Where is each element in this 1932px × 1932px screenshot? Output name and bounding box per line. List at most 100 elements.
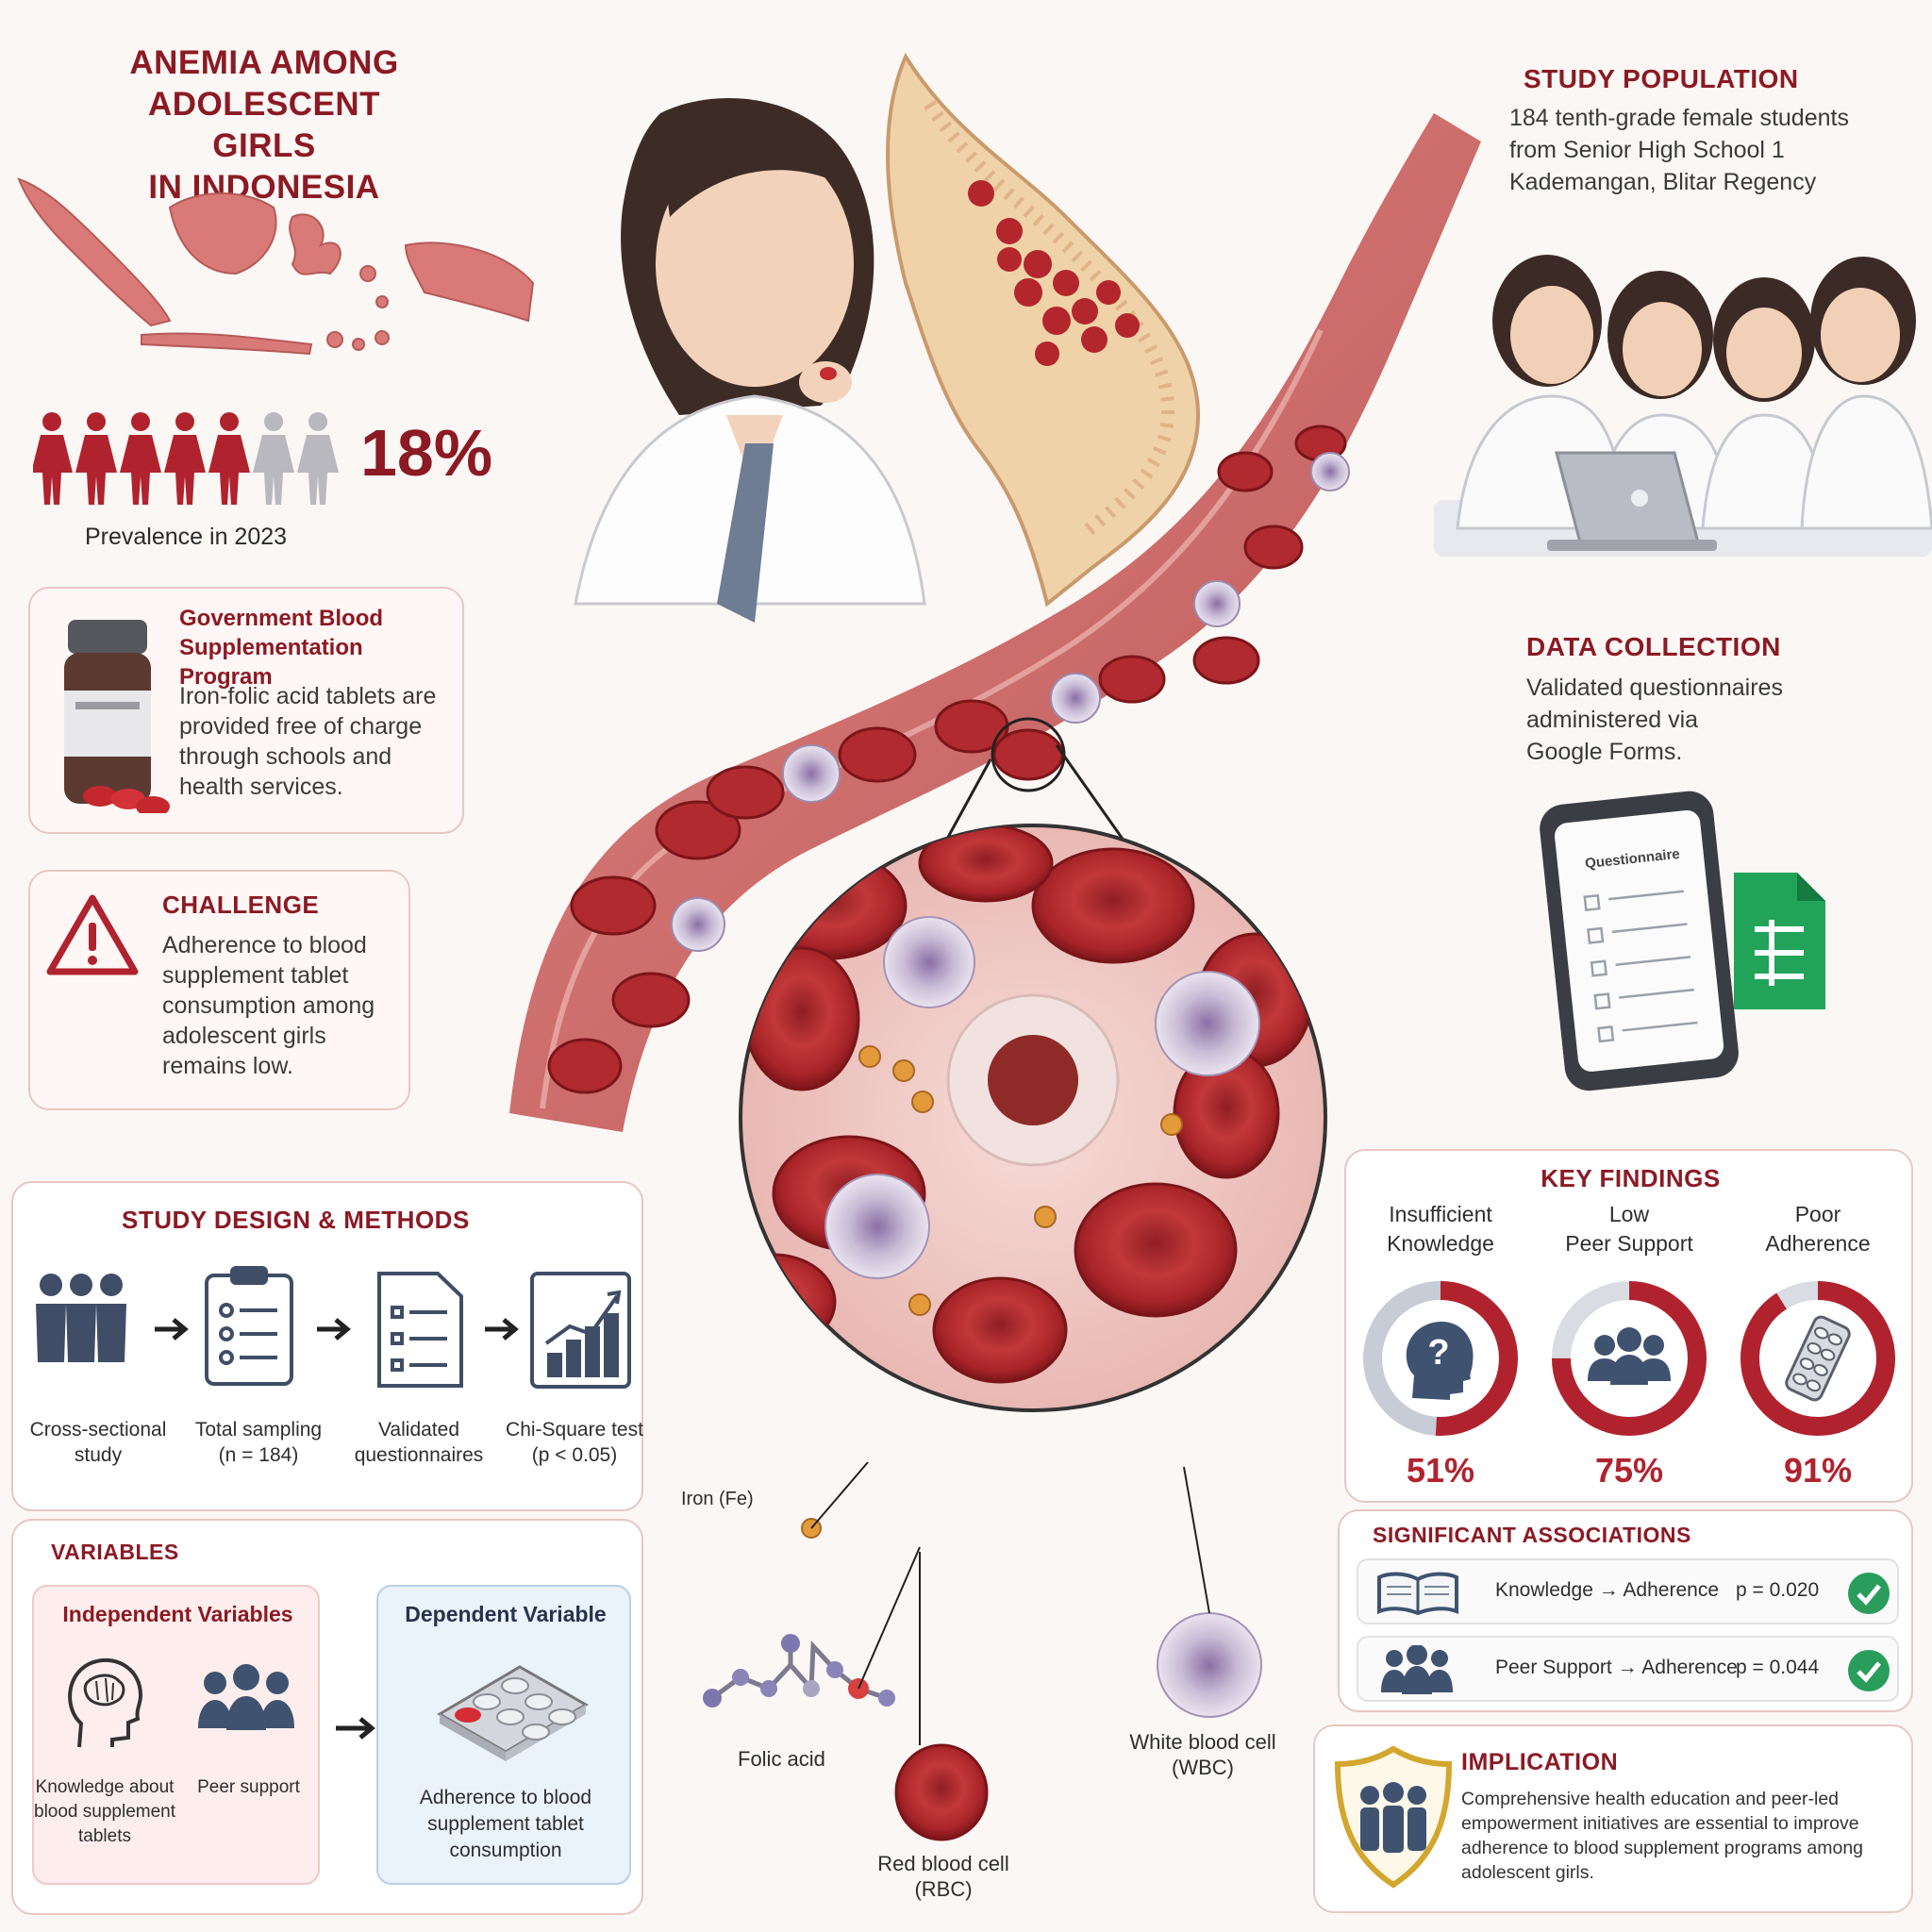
association-1-p-value: p = 0.020 — [1736, 1579, 1820, 1601]
prevalence-people-icons — [33, 412, 339, 505]
bone-illustration — [886, 52, 1201, 608]
findings-donut-charts: ? — [1363, 1281, 1895, 1436]
finding-2-line-1: Low — [1608, 1202, 1650, 1226]
method-step-3-line-2: questionnaires — [354, 1444, 484, 1466]
clipboard-icon — [205, 1266, 293, 1386]
peer-group-icon — [198, 1664, 294, 1730]
variables-title: VARIABLES — [51, 1540, 179, 1564]
challenge-title: CHALLENGE — [162, 891, 320, 919]
warning-icon — [46, 894, 139, 975]
collection-text-line-3: Google Forms. — [1526, 739, 1683, 765]
methods-card: STUDY DESIGN & METHODS — [11, 1181, 643, 1511]
program-title-line-1: Government Blood — [179, 606, 384, 631]
dependent-line-3: consumption — [449, 1840, 562, 1861]
finding-2-value: 75% — [1594, 1451, 1664, 1490]
magnified-blood-view — [739, 824, 1327, 1412]
collection-text-line-2: administered via — [1526, 707, 1699, 733]
wbc-label-line-1: White blood cell — [1129, 1730, 1276, 1754]
person-empty-icon — [253, 412, 294, 505]
pill-blister-pack-icon — [437, 1665, 589, 1761]
prevalence-value: 18% — [360, 416, 493, 490]
donut-value-arc-2 — [1552, 1281, 1707, 1436]
indonesia-map-icon — [17, 177, 535, 356]
dependent-line-2: supplement tablet — [427, 1813, 584, 1835]
dependent-line-1: Adherence to blood — [419, 1787, 592, 1808]
method-step-4-line-2: (p < 0.05) — [531, 1444, 618, 1466]
prevalence-label: Prevalence in 2023 — [85, 524, 288, 550]
program-text-line-1: Iron-folic acid tablets are — [179, 683, 437, 709]
phone-questionnaire-illustration — [1540, 791, 1825, 1091]
students-icon — [36, 1274, 126, 1362]
person-filled-icon — [75, 412, 117, 505]
method-step-4-line-1: Chi-Square test — [506, 1419, 643, 1441]
implication-line-4: adolescent girls. — [1461, 1862, 1594, 1883]
finding-3-line-2: Adherence — [1765, 1231, 1871, 1256]
implication-title: IMPLICATION — [1461, 1749, 1619, 1775]
collection-text-line-1: Validated questionnaires — [1526, 675, 1783, 701]
program-title-line-2: Supplementation Program — [179, 635, 363, 690]
dependent-variable-box: Dependent Variable Adherence to blood su… — [376, 1585, 631, 1885]
student-girl-illustration — [574, 98, 926, 623]
program-text-line-4: health services. — [179, 774, 343, 800]
independent-title: Independent Variables — [62, 1602, 293, 1626]
rbc-label-line-1: Red blood cell — [877, 1852, 1009, 1875]
implication-line-3: adherence to blood supplement programs a… — [1461, 1838, 1864, 1858]
finding-1-line-1: Insufficient — [1389, 1202, 1492, 1226]
knowledge-line-3: tablets — [78, 1826, 131, 1846]
book-icon — [1377, 1572, 1458, 1616]
method-step-2-line-2: (n = 184) — [218, 1444, 299, 1466]
rbc-label-line-2: (RBC) — [914, 1877, 973, 1901]
population-text-line-2: from Senior High School 1 — [1509, 137, 1785, 163]
donut-value-arc-1 — [1363, 1281, 1518, 1436]
implication-card: IMPLICATION Comprehensive health educati… — [1313, 1724, 1913, 1913]
check-circle-icon — [1848, 1573, 1890, 1614]
folic-acid-atoms — [703, 1634, 895, 1707]
peer-support-label: Peer support — [197, 1777, 300, 1797]
page-title: ANEMIA AMONG ADOLESCENT GIRLS IN INDONES… — [94, 42, 434, 208]
association-row-1: Knowledge → Adherence p = 0.020 — [1357, 1558, 1899, 1624]
variables-card: VARIABLES Independent Variables Knowledg… — [11, 1519, 643, 1915]
check-circle-icon — [1848, 1650, 1890, 1691]
implication-line-1: Comprehensive health education and peer-… — [1461, 1789, 1840, 1809]
association-1-label: Knowledge → Adherence — [1495, 1579, 1719, 1601]
method-step-2-line-1: Total sampling — [194, 1419, 323, 1441]
title-line-2: ADOLESCENT GIRLS — [147, 86, 381, 164]
person-filled-icon — [33, 412, 73, 505]
svg-text:?: ? — [1427, 1333, 1449, 1373]
question-head-icon: ? — [1406, 1322, 1474, 1400]
implication-line-2: empowerment initiatives are essential to… — [1461, 1813, 1859, 1834]
collection-title: DATA COLLECTION — [1526, 632, 1781, 661]
program-text-line-2: provided free of charge — [179, 713, 423, 740]
challenge-text-line-1: Adherence to blood — [162, 932, 367, 958]
group-icon — [1381, 1645, 1453, 1694]
iron-label: Iron (Fe) — [681, 1489, 754, 1509]
associations-card: SIGNIFICANT ASSOCIATIONS Knowledge → Adh… — [1338, 1509, 1913, 1712]
finding-3-line-1: Poor — [1794, 1202, 1841, 1226]
association-row-2: Peer Support → Adherence p = 0.044 — [1357, 1636, 1899, 1702]
population-text-line-1: 184 tenth-grade female students — [1509, 105, 1849, 131]
population-text-line-3: Kademangan, Blitar Regency — [1509, 169, 1817, 195]
method-step-1-line-2: study — [74, 1444, 123, 1466]
supplement-bottle-icon — [64, 620, 170, 813]
students-with-laptop-illustration — [1434, 255, 1932, 557]
brain-head-icon — [68, 1657, 143, 1748]
bar-chart-icon — [530, 1272, 631, 1389]
method-step-3-line-1: Validated — [377, 1419, 459, 1441]
association-2-p-value: p = 0.044 — [1736, 1657, 1820, 1678]
knowledge-line-1: Knowledge about — [35, 1777, 175, 1797]
findings-title: KEY FINDINGS — [1541, 1164, 1721, 1192]
finding-1-line-2: Knowledge — [1387, 1231, 1494, 1256]
person-filled-icon — [208, 412, 250, 505]
challenge-text-line-5: remains low. — [162, 1053, 293, 1079]
challenge-text-line-3: consumption among — [162, 992, 375, 1019]
government-program-card: Government Blood Supplementation Program… — [28, 587, 464, 834]
methods-title: STUDY DESIGN & METHODS — [122, 1206, 470, 1234]
challenge-text-line-4: adolescent girls — [162, 1023, 326, 1049]
wbc-label-line-2: (WBC) — [1172, 1756, 1234, 1779]
finding-3-value: 91% — [1783, 1451, 1853, 1490]
dependent-title: Dependent Variable — [405, 1602, 607, 1626]
knowledge-line-2: blood supplement — [34, 1802, 175, 1822]
arrow-right-icon — [336, 1717, 375, 1740]
challenge-card: CHALLENGE Adherence to blood supplement … — [28, 870, 410, 1110]
finding-2-line-2: Peer Support — [1565, 1231, 1693, 1256]
